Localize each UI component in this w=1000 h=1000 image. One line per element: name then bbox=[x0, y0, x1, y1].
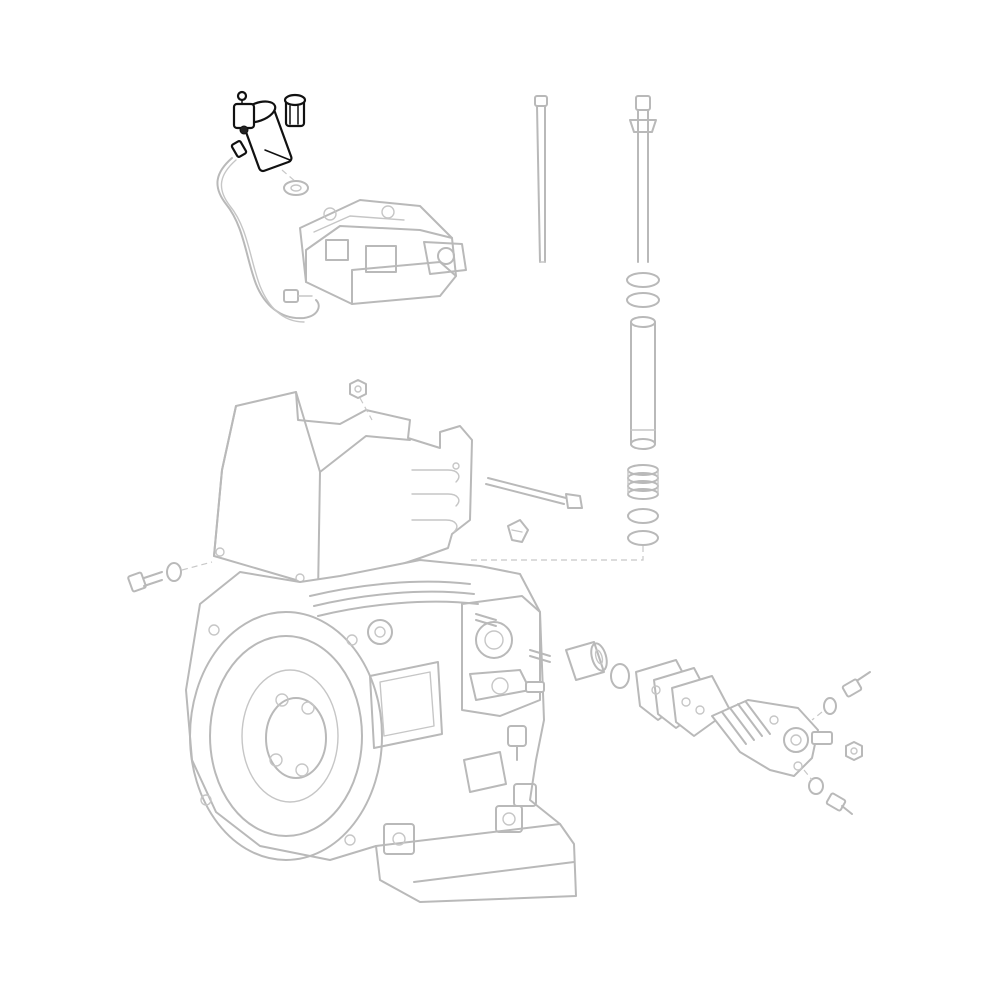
push-rod-spring bbox=[627, 464, 659, 500]
pump-bushing bbox=[565, 641, 608, 681]
washer-upper bbox=[823, 697, 837, 715]
injection-pump bbox=[711, 699, 833, 777]
shroud-screw bbox=[127, 571, 163, 593]
cylinder-head bbox=[299, 199, 467, 305]
push-rod-assembly bbox=[626, 95, 660, 308]
fuel-pump-studs bbox=[475, 613, 551, 663]
push-rod-tube bbox=[630, 316, 656, 450]
shroud-washer bbox=[166, 562, 182, 582]
washer-lower bbox=[808, 777, 824, 795]
seal-ring-3 bbox=[627, 508, 659, 524]
bleed-nipple-upper bbox=[841, 671, 871, 698]
cooling-air-shroud bbox=[213, 391, 473, 595]
shroud-nut bbox=[349, 379, 367, 399]
seal-ring-4 bbox=[627, 530, 659, 546]
flywheel-housing bbox=[189, 611, 383, 861]
bleed-nipple-lower bbox=[825, 792, 853, 815]
injector-clamp-bolt bbox=[230, 140, 248, 158]
pump-gaskets bbox=[635, 659, 731, 737]
stud-bolt bbox=[485, 477, 583, 509]
pump-o-ring bbox=[610, 663, 630, 689]
retaining-clip bbox=[507, 519, 529, 543]
nut-right bbox=[845, 741, 863, 761]
crankcase bbox=[185, 559, 577, 903]
injector-washer bbox=[283, 180, 309, 196]
seal-ring-2 bbox=[626, 292, 660, 308]
push-rod bbox=[534, 95, 548, 263]
injector-assembly bbox=[230, 90, 307, 173]
fuel-injection-pipe bbox=[216, 157, 320, 323]
injector-nozzle-holder bbox=[283, 93, 307, 128]
seal-ring-1 bbox=[626, 272, 660, 288]
injector-body bbox=[232, 90, 293, 173]
